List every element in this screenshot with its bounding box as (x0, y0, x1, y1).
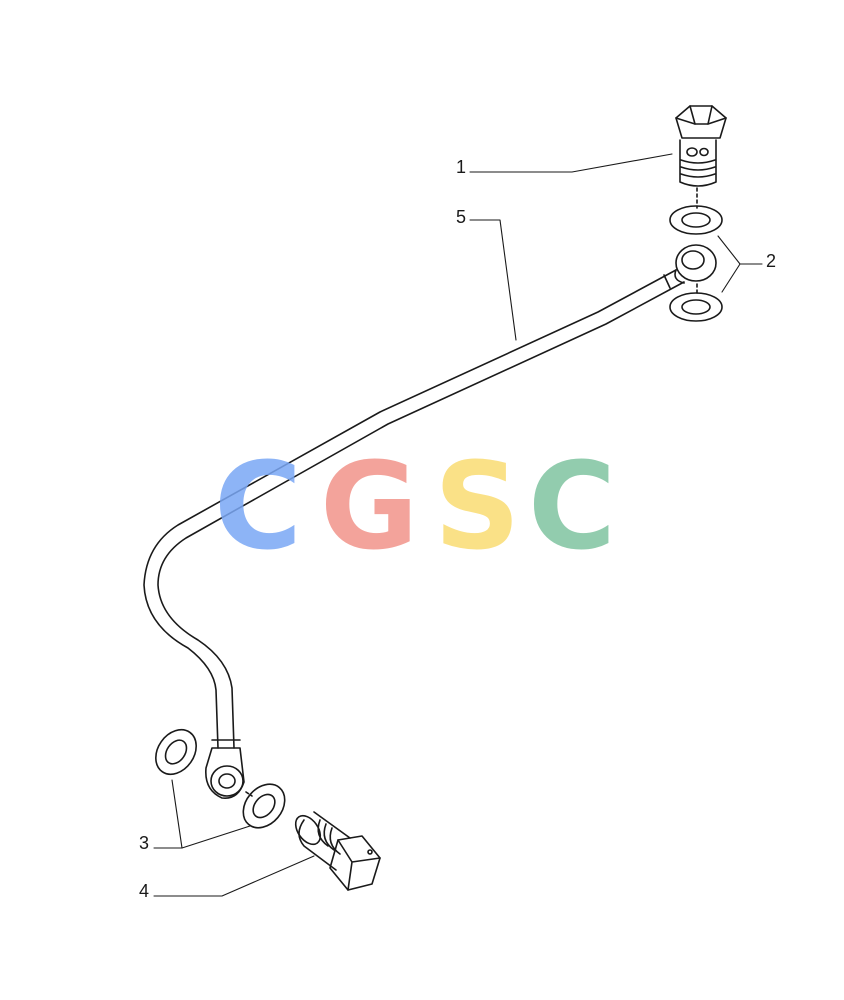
washer-lower-right (242, 783, 286, 829)
leader-3b (181, 825, 251, 849)
leader-5 (469, 219, 517, 341)
watermark-letter-s: S (434, 438, 520, 577)
washer-upper-top (669, 205, 723, 235)
washer-lower-left (155, 728, 197, 776)
watermark-letter-c1: C (214, 438, 302, 577)
callout-4: 4 (139, 881, 150, 901)
callout-2: 2 (766, 251, 777, 271)
watermark-letter-g: G (320, 438, 419, 577)
banjo-bolt-lower (294, 811, 381, 891)
callout-5: 5 (456, 207, 467, 227)
leader-3a (153, 779, 183, 849)
leader-2b (721, 263, 741, 293)
leader-1 (469, 153, 673, 173)
banjo-bolt-upper (675, 105, 727, 209)
leader-2a (717, 235, 763, 265)
leader-4 (153, 855, 315, 897)
callout-1: 1 (456, 157, 467, 177)
leader-lines (153, 153, 763, 897)
washer-upper-bottom (669, 292, 723, 322)
lower-banjo-fitting (205, 747, 245, 799)
watermark-logo: C G S C (214, 438, 616, 577)
callout-3: 3 (139, 833, 150, 853)
pipe (143, 269, 685, 749)
upper-banjo-fitting (674, 244, 717, 284)
watermark-letter-c2: C (528, 438, 616, 577)
